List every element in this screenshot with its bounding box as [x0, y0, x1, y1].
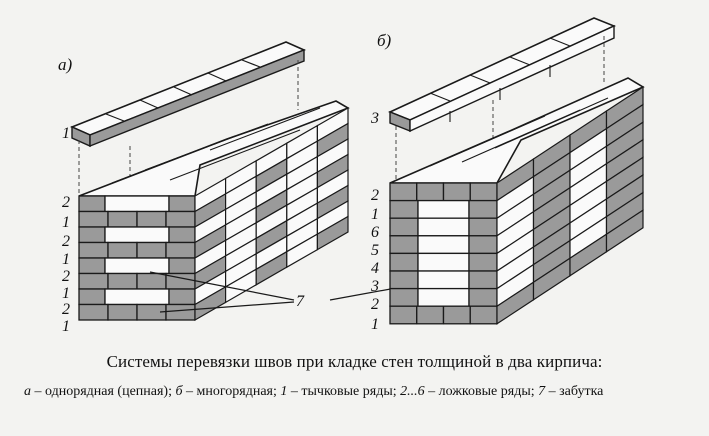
header-brick: [389, 235, 419, 255]
caption-title: Системы перевязки швов при кладке стен т…: [106, 352, 603, 371]
stretcher-brick: [104, 195, 170, 213]
legend-key-a: а: [24, 384, 31, 399]
header-brick: [469, 305, 498, 325]
header-brick: [78, 241, 109, 259]
panel-b-row-label: 6: [371, 224, 379, 241]
header-brick: [168, 288, 196, 306]
panel-a-row-label: 2: [62, 301, 70, 318]
panel-a-row-label: 2: [62, 194, 70, 211]
panel-a-row-label: 2: [62, 233, 70, 250]
header-brick: [165, 210, 196, 228]
header-brick: [442, 305, 471, 325]
header-brick: [389, 287, 419, 307]
panel-a-floating-course: [69, 41, 307, 148]
panel-b-row-label: 5: [371, 242, 379, 259]
header-brick: [107, 210, 138, 228]
masonry-diagram: а) 1 2: [58, 17, 645, 335]
panel-a: а) 1 2: [58, 41, 441, 335]
fill-label: 7: [296, 293, 305, 310]
caption-legend: а – однорядная (цепная); б – многорядная…: [24, 382, 686, 401]
header-brick: [165, 303, 196, 321]
panel-a-row-label: 1: [62, 285, 70, 302]
legend-text-a: – однорядная (цепная);: [31, 384, 176, 399]
header-brick: [168, 226, 196, 244]
header-brick: [78, 257, 106, 275]
panel-b-row-labels: 3 2 1 6 5 4 3 2 1: [370, 110, 379, 333]
header-brick: [78, 288, 106, 306]
stretcher-brick: [417, 252, 470, 272]
stretcher-brick: [104, 288, 170, 306]
panel-b-row-label: 2: [371, 187, 379, 204]
legend-text-b: – многорядная;: [182, 384, 281, 399]
header-brick: [136, 272, 167, 290]
panel-a-row-label: 2: [62, 268, 70, 285]
legend-text-2: – ложковые ряды;: [424, 384, 539, 399]
legend-text-7: – забутка: [545, 384, 604, 399]
panel-a-row-label: 1: [62, 318, 70, 335]
panel-b-side-face: [496, 85, 644, 325]
legend-key-b: б: [175, 384, 183, 399]
header-brick: [136, 241, 167, 259]
stretcher-brick: [417, 235, 470, 255]
header-brick: [78, 272, 109, 290]
stretcher-brick: [417, 287, 470, 307]
panel-a-row-label: 1: [62, 214, 70, 231]
panel-b-letter: б): [377, 31, 392, 50]
panel-a-front-face: [78, 195, 196, 321]
legend-key-2: 2...6: [400, 384, 425, 399]
stretcher-brick: [417, 217, 470, 237]
panel-a-side-face: [194, 106, 349, 322]
header-brick: [165, 241, 196, 259]
header-brick: [389, 182, 418, 202]
panel-a-row-labels: 1 2 1 2 1 2 1 2 1: [62, 125, 70, 335]
header-brick: [78, 303, 109, 321]
panel-b-row-label: 1: [371, 316, 379, 333]
panel-b-floating-course: [387, 17, 617, 133]
header-brick: [389, 270, 419, 290]
header-brick: [468, 252, 498, 272]
header-brick: [468, 270, 498, 290]
header-brick: [78, 195, 106, 213]
panel-b-front-face: [389, 182, 498, 325]
header-brick: [168, 195, 196, 213]
header-brick: [136, 210, 167, 228]
header-brick: [107, 272, 138, 290]
panel-b-row-label: 3: [370, 278, 379, 295]
header-brick: [107, 241, 138, 259]
header-brick: [468, 199, 498, 219]
panel-b-row-label: 1: [371, 206, 379, 223]
panel-a-letter: а): [58, 55, 73, 74]
header-brick: [468, 287, 498, 307]
header-brick: [389, 199, 419, 219]
header-brick: [389, 305, 418, 325]
panel-b: б) 3 2 1 6: [370, 17, 645, 333]
header-brick: [389, 217, 419, 237]
panel-b-row-label: 4: [371, 260, 379, 277]
stretcher-brick: [417, 199, 470, 219]
header-brick: [468, 235, 498, 255]
side-brick: [316, 215, 349, 251]
panel-a-row-label: 1: [62, 125, 70, 142]
side-brick: [605, 209, 644, 253]
header-brick: [442, 182, 471, 202]
stretcher-brick: [104, 257, 170, 275]
header-brick: [469, 182, 498, 202]
header-brick: [416, 305, 445, 325]
header-brick: [78, 226, 106, 244]
panel-b-row-label: 2: [371, 296, 379, 313]
header-brick: [168, 257, 196, 275]
header-brick: [78, 210, 109, 228]
header-brick: [389, 252, 419, 272]
legend-text-1: – тычковые ряды;: [287, 384, 401, 399]
panel-b-row-label: 3: [370, 110, 379, 127]
header-brick: [416, 182, 445, 202]
legend-key-7: 7: [538, 384, 546, 399]
legend-key-1: 1: [280, 384, 288, 399]
header-brick: [468, 217, 498, 237]
stretcher-brick: [104, 226, 170, 244]
header-brick: [107, 303, 138, 321]
panel-a-row-label: 1: [62, 251, 70, 268]
stretcher-brick: [417, 270, 470, 290]
